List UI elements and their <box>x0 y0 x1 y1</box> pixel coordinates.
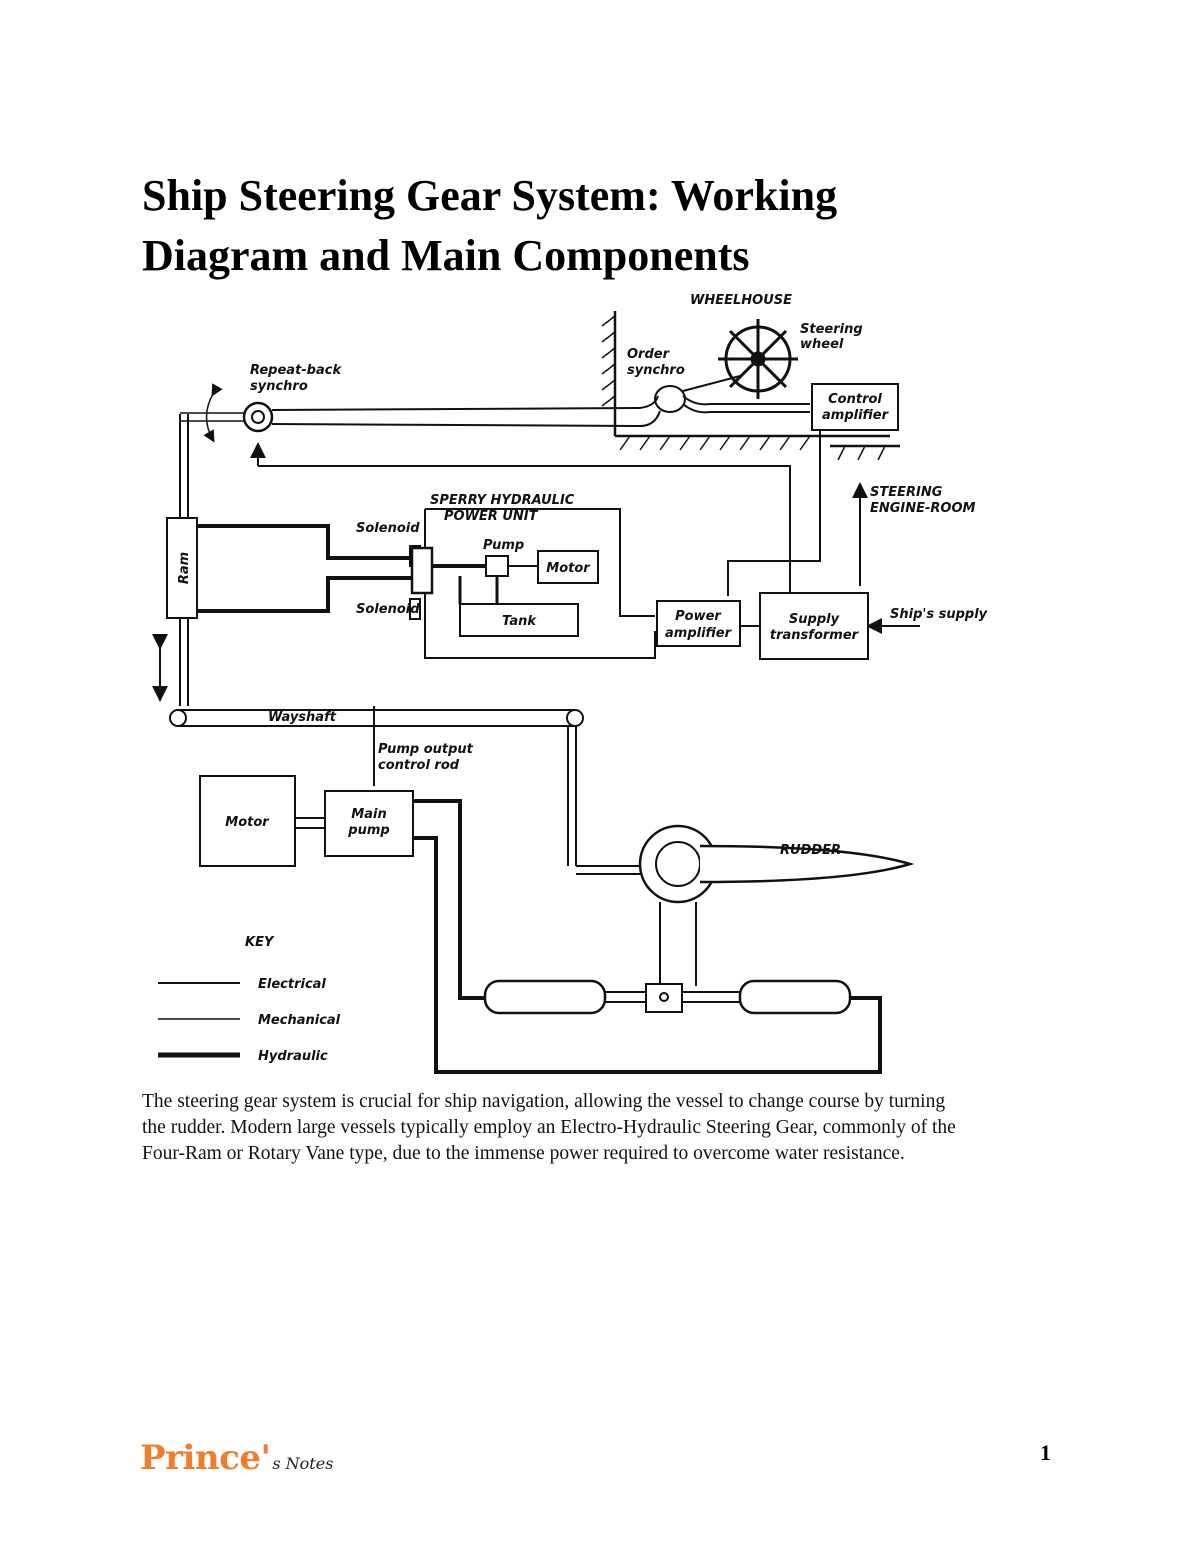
logo-sub-text: s Notes <box>272 1454 334 1473</box>
key-electrical-label: Electrical <box>258 977 326 992</box>
ships-supply-label: Ship's supply <box>890 607 988 622</box>
steering-engine-room-label-1: STEERING <box>870 485 943 500</box>
control-amplifier-label-1: Control <box>828 392 882 407</box>
rudder-label: RUDDER <box>780 843 841 858</box>
wayshaft-label: Wayshaft <box>268 710 337 725</box>
steering-wheel-icon <box>718 319 798 399</box>
key-label: KEY <box>245 935 275 950</box>
solenoid-bottom-label: Solenoid <box>356 602 420 617</box>
title-line-1: Ship Steering Gear System: Working <box>142 171 838 220</box>
wheelhouse-label: WHEELHOUSE <box>690 293 792 308</box>
order-synchro <box>654 375 741 413</box>
sperry-label-1: SPERRY HYDRAULIC <box>430 493 575 508</box>
rudder <box>483 824 915 1015</box>
pump-output-label-2: control rod <box>378 758 460 773</box>
power-amplifier: Power amplifier <box>656 600 741 647</box>
steering-wheel-label-1: Steering <box>800 322 863 337</box>
order-synchro-label-2: synchro <box>627 363 685 378</box>
main-hydraulic-pipes <box>413 799 882 1074</box>
sperry-label-2: POWER UNIT <box>444 509 539 524</box>
repeat-back-label-1: Repeat-back <box>250 363 342 378</box>
repeat-back-synchro <box>180 383 274 443</box>
main-pump-label-1: Main <box>351 807 386 822</box>
title-line-2: Diagram and Main Components <box>142 231 750 280</box>
key-hydraulic-label: Hydraulic <box>258 1049 328 1064</box>
repeat-back-label-2: synchro <box>250 379 308 394</box>
body-line-2: the rudder. Modern large vessels typical… <box>142 1117 956 1138</box>
electrical-lines <box>250 395 920 659</box>
power-amplifier-label-1: Power <box>675 609 722 624</box>
tank-label: Tank <box>502 614 537 629</box>
footer-logo: Prince's Notes <box>140 1438 333 1478</box>
diagram-svg: Control amplifier Power amplifier Supply… <box>152 293 988 1074</box>
main-pump-group <box>199 775 414 867</box>
sperry-power-unit <box>409 545 599 637</box>
control-amplifier: Control amplifier <box>811 383 899 431</box>
order-synchro-label-1: Order <box>627 347 671 362</box>
main-pump-label-2: pump <box>347 823 389 838</box>
solenoid-top-label: Solenoid <box>356 521 420 536</box>
body-paragraph: The steering gear system is crucial for … <box>142 1089 1062 1167</box>
page-title: Ship Steering Gear System: Working Diagr… <box>142 166 1042 286</box>
motor-small-label: Motor <box>546 561 591 576</box>
steering-gear-diagram: Control amplifier Power amplifier Supply… <box>150 286 1020 1086</box>
motor-main-label: Motor <box>225 815 270 830</box>
ram: Ram <box>166 414 198 706</box>
ram-hydraulic-pipes <box>197 524 412 613</box>
key-mechanical-label: Mechanical <box>258 1013 341 1028</box>
logo-main-text: Prince' <box>140 1438 271 1478</box>
supply-transformer-label-2: transformer <box>770 628 860 643</box>
steering-engine-room-label-2: ENGINE-ROOM <box>870 501 976 516</box>
power-amplifier-label-2: amplifier <box>665 626 733 641</box>
body-line-1: The steering gear system is crucial for … <box>142 1091 946 1112</box>
ram-label: Ram <box>177 552 192 584</box>
pump-output-label-1: Pump output <box>378 742 474 757</box>
wheelhouse-bulkhead <box>601 311 900 461</box>
steering-wheel-label-2: wheel <box>800 337 844 352</box>
control-amplifier-label-2: amplifier <box>822 408 890 423</box>
supply-transformer-label-1: Supply <box>789 612 840 627</box>
pump-label: Pump <box>483 538 524 553</box>
page-number: 1 <box>1040 1440 1051 1465</box>
body-line-3: Four-Ram or Rotary Vane type, due to the… <box>142 1143 905 1164</box>
supply-transformer: Supply transformer <box>759 592 869 660</box>
key-lines <box>158 982 240 1058</box>
